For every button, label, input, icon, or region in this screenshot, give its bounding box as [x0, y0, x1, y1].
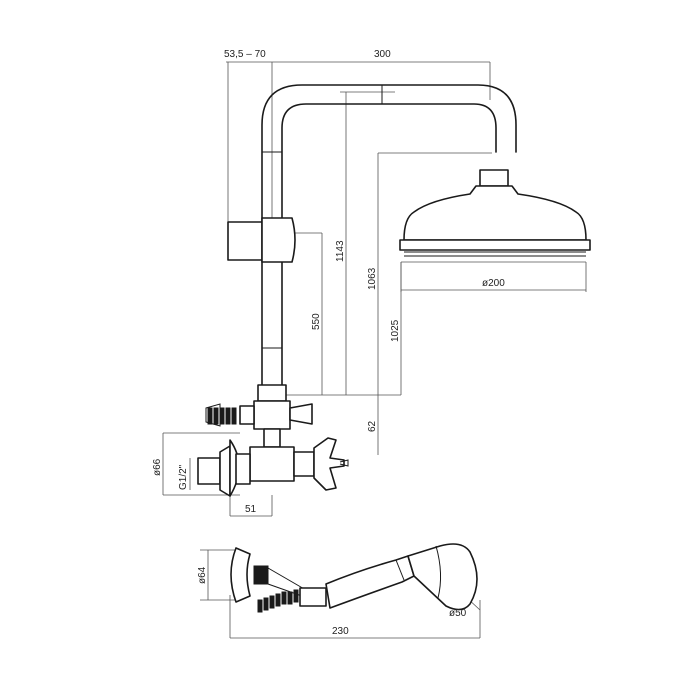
dimension-labels: 53,5 – 70 300 1143 1063 1025 550 62 ø200…	[152, 49, 505, 637]
dim-handshower-head: ø50	[449, 608, 467, 619]
riser-and-arm	[261, 84, 517, 386]
dim-flange-diameter: ø66	[152, 458, 163, 476]
dim-arm-reach: 300	[374, 49, 391, 60]
dim-head-height: 1063	[367, 267, 378, 290]
diverter-valve	[205, 384, 349, 491]
dim-slider-height: 550	[311, 313, 322, 330]
dimension-lines	[162, 61, 587, 639]
wall-connector	[197, 439, 251, 497]
dim-head-diameter: ø200	[482, 278, 505, 289]
dim-valve-offset: 62	[367, 420, 378, 432]
dim-wall-projection: 51	[245, 504, 257, 515]
dim-thread-size: G1/2"	[178, 464, 189, 490]
dim-bracket-range: 53,5 – 70	[224, 49, 266, 60]
dim-total-height: 1143	[335, 240, 346, 262]
handshower	[230, 543, 478, 613]
dim-handshower-hanger: ø64	[197, 566, 208, 584]
dim-outlet-height: 1025	[390, 319, 401, 342]
dim-handshower-length: 230	[332, 626, 349, 637]
slider-bracket	[227, 217, 296, 263]
shower-head	[399, 169, 591, 257]
